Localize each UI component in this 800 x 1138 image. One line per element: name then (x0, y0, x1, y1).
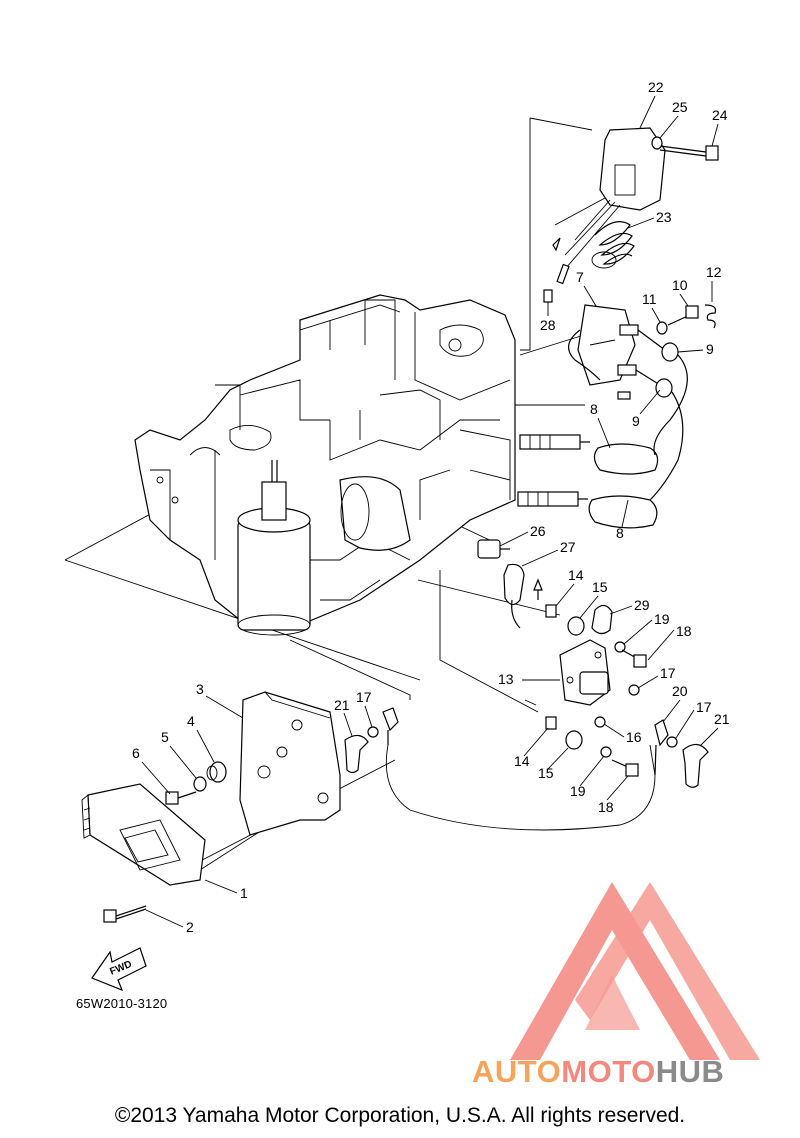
washer-19-lower (600, 746, 612, 758)
callout-16: 16 (626, 729, 642, 745)
callout-3: 3 (196, 681, 204, 697)
thermo-switch-27 (503, 563, 543, 629)
callout-labels: 1 2 3 4 5 6 7 8 8 9 9 10 11 12 13 14 14 … (132, 79, 730, 935)
callout-4: 4 (187, 713, 195, 729)
ignition-coil-22 (552, 127, 666, 276)
fwd-arrow-icon: FWD (91, 947, 147, 992)
washer-19-upper (614, 641, 626, 653)
bolt-18-upper (621, 649, 647, 668)
bolt-6 (165, 791, 197, 805)
spark-plug-upper (519, 434, 590, 450)
cdi-unit-1 (81, 783, 206, 886)
callout-5: 5 (161, 729, 169, 745)
engine-block (134, 294, 516, 626)
nut-17-mid (628, 684, 640, 696)
terminal-20 (654, 719, 669, 776)
callout-10: 10 (672, 277, 688, 293)
callout-13: 13 (498, 671, 514, 687)
callout-28: 28 (540, 317, 556, 333)
watermark-text: AUTOMOTOHUB (472, 1054, 724, 1090)
callout-26: 26 (530, 523, 546, 539)
bolt-2 (103, 905, 147, 923)
collar-14-upper (545, 604, 557, 618)
callout-6: 6 (132, 745, 140, 761)
connector-28 (543, 263, 570, 303)
plug-cap-8-lower (588, 495, 658, 529)
callout-8-lower: 8 (616, 525, 624, 541)
callout-14-upper: 14 (568, 567, 584, 583)
spark-plug-lower (517, 491, 588, 507)
callout-12: 12 (706, 264, 722, 280)
callout-19-upper: 19 (654, 611, 670, 627)
callout-9-lower: 9 (632, 413, 640, 429)
callout-9-upper: 9 (706, 341, 714, 357)
drawing-code: 65W2010-3120 (76, 996, 168, 1011)
nut-17-left (367, 726, 379, 738)
callout-29: 29 (634, 597, 650, 613)
callout-18-lower: 18 (598, 799, 614, 815)
callout-21-right: 21 (714, 711, 730, 727)
plug-cap-8-upper (593, 443, 659, 475)
starter-solenoid (339, 476, 411, 551)
nut-16 (594, 716, 606, 728)
collar-5 (193, 776, 207, 792)
clip-12 (704, 304, 717, 329)
bracket-plate-3 (239, 691, 341, 836)
grommet-15-upper (567, 616, 585, 636)
callout-17-mid: 17 (660, 665, 676, 681)
callout-21-left: 21 (334, 697, 350, 713)
watermark-hub: HUB (655, 1054, 725, 1089)
callout-18-upper: 18 (676, 623, 692, 639)
collar-14-lower (545, 716, 557, 730)
callout-17-left: 17 (356, 689, 372, 705)
callout-20: 20 (672, 683, 688, 699)
callout-2: 2 (186, 919, 194, 935)
callout-23: 23 (656, 209, 672, 225)
sensor-26 (477, 539, 510, 559)
callout-1: 1 (240, 885, 248, 901)
boot-21-left (344, 734, 369, 774)
callout-27: 27 (560, 539, 576, 555)
nut-17-right (666, 736, 678, 748)
ignition-coil-7 (568, 304, 679, 400)
bolt-24 (659, 145, 719, 161)
callout-25: 25 (672, 99, 688, 115)
bolt-18-lower (611, 759, 639, 777)
watermark-auto: AUTO (472, 1054, 562, 1089)
lead-wire-9 (649, 354, 688, 501)
spring-23 (591, 221, 635, 269)
callout-17-right: 17 (696, 699, 712, 715)
callout-leaders (141, 95, 719, 928)
boot-21-right (682, 743, 709, 788)
watermark-moto: MOTO (561, 1054, 656, 1089)
bolt-10 (667, 305, 699, 326)
callout-11: 11 (642, 291, 657, 307)
watermark-logo (510, 882, 760, 1060)
grommet-4 (206, 761, 227, 783)
bracket-29 (591, 604, 613, 635)
callout-8-upper: 8 (590, 401, 598, 417)
rectifier-bracket-13 (559, 639, 611, 706)
copyright-notice: ©2013 Yamaha Motor Corporation, U.S.A. A… (114, 1104, 686, 1127)
callout-15-lower: 15 (538, 765, 554, 781)
callout-15-upper: 15 (592, 579, 608, 595)
washer-25 (651, 136, 663, 150)
terminal-ring-left (382, 707, 399, 745)
callout-24: 24 (712, 107, 728, 123)
callout-19-lower: 19 (570, 783, 586, 799)
callout-7: 7 (576, 269, 584, 285)
starter-motor (237, 460, 311, 636)
callout-22: 22 (648, 79, 664, 95)
callout-14-lower: 14 (514, 753, 530, 769)
grommet-15-lower (565, 730, 583, 750)
washer-11 (656, 321, 668, 335)
